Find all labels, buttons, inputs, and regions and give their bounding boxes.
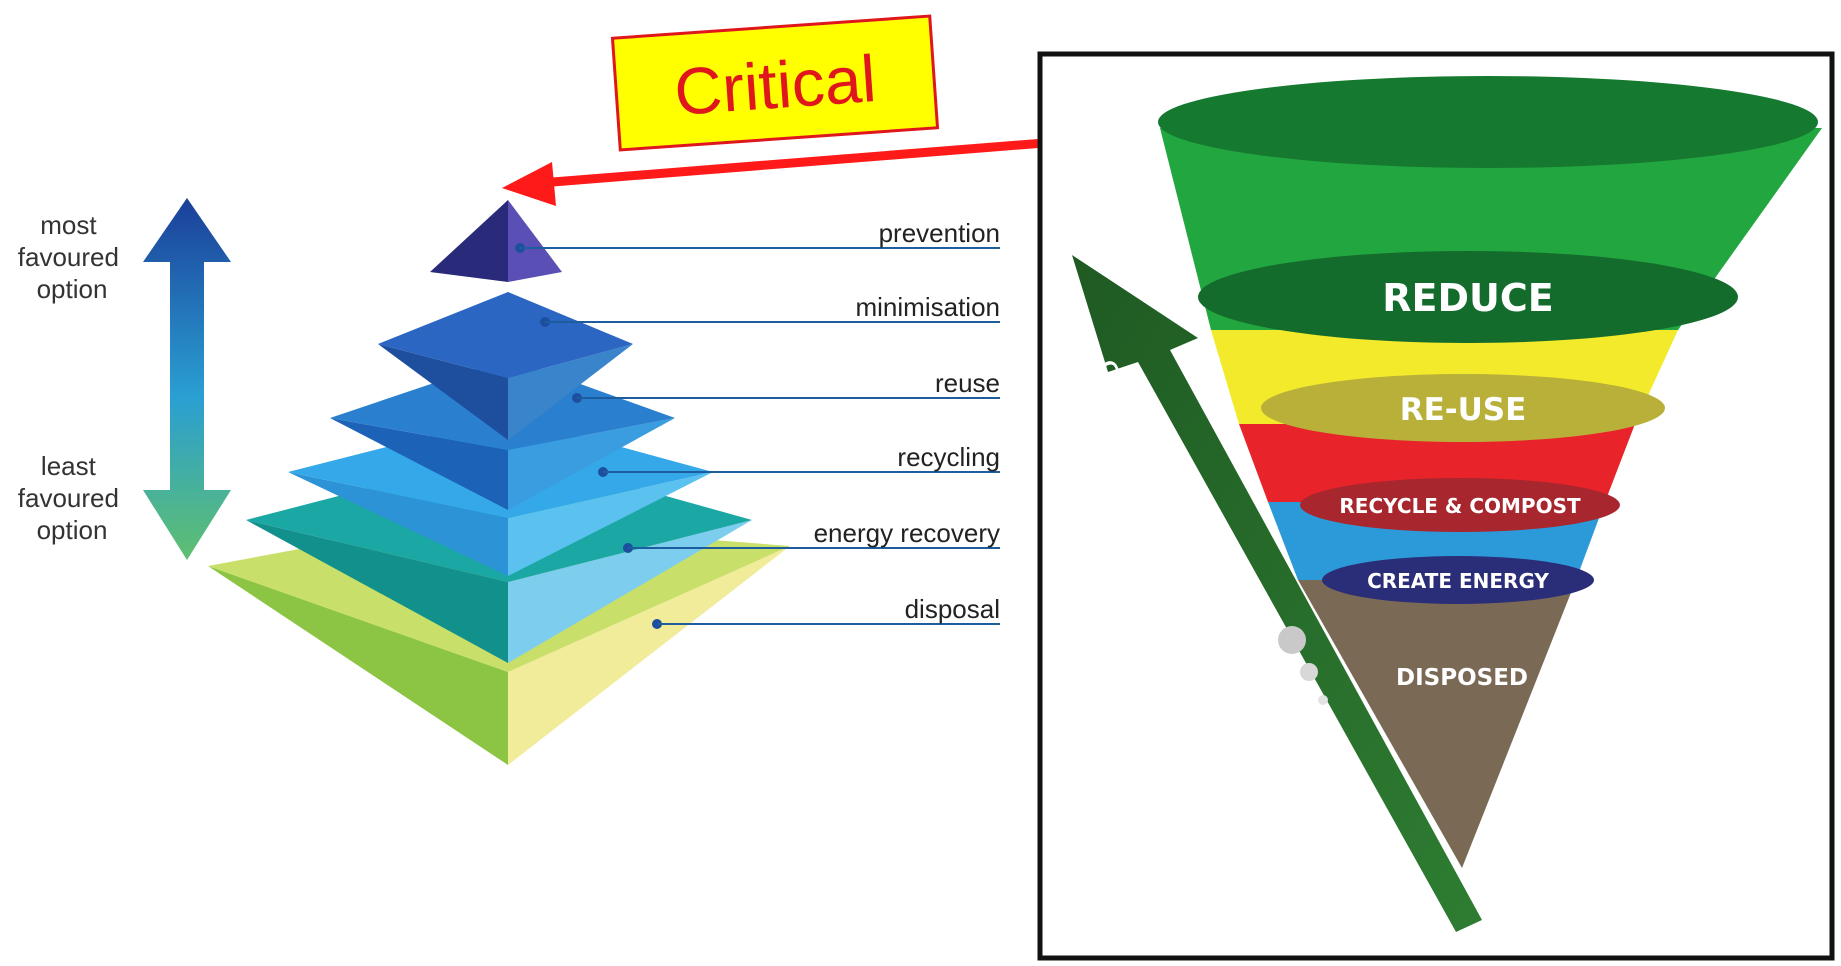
- critical-callout: Critical: [610, 14, 940, 152]
- level-label-minimisation: minimisation: [856, 292, 1001, 322]
- funnel-ellipse-create-energy: [1322, 556, 1594, 604]
- pyramid-leaders: prevention minimisation reuse recycling …: [515, 218, 1000, 629]
- waste-pyramid: [208, 200, 790, 765]
- leader-reuse: reuse: [572, 368, 1000, 403]
- pyramid-tier-minimisation: [378, 292, 633, 440]
- pyramid-tier-prevention: [430, 200, 562, 282]
- leader-prevention: prevention: [515, 218, 1000, 253]
- funnel-ellipse-recycle-compost: [1300, 478, 1620, 532]
- level-label-energy-recovery: energy recovery: [814, 518, 1000, 548]
- least-favoured-label: least favoured option: [18, 451, 126, 545]
- favour-axis: most favoured option least favoured opti…: [18, 198, 231, 560]
- double-arrow-icon: [143, 198, 231, 560]
- level-label-recycling: recycling: [897, 442, 1000, 472]
- most-favoured-label: most favoured option: [18, 210, 126, 304]
- level-label-disposal: disposal: [905, 594, 1000, 624]
- level-label-prevention: prevention: [879, 218, 1000, 248]
- critical-label: Critical: [672, 41, 878, 129]
- funnel-label-recycle-compost: RECYCLE & COMPOST: [1339, 494, 1581, 518]
- leader-energy-recovery: energy recovery: [623, 518, 1000, 553]
- funnel-label-reduce: REDUCE: [1382, 276, 1553, 320]
- leader-minimisation: minimisation: [540, 292, 1000, 327]
- funnel-ellipse-re-use: [1261, 374, 1665, 442]
- leader-recycling: recycling: [598, 442, 1000, 477]
- funnel-label-disposed: DISPOSED: [1396, 665, 1528, 691]
- green-arrow-icon: [1072, 255, 1482, 932]
- funnel-label-create-energy: CREATE ENERGY: [1367, 569, 1549, 593]
- funnel-label-re-use: RE-USE: [1400, 392, 1527, 428]
- leader-disposal: disposal: [652, 594, 1000, 629]
- funnel-ellipse-reduce: [1198, 251, 1738, 343]
- funnel-band-disposed: [1298, 580, 1576, 868]
- waste-funnel: REDUCE RE-USE RECYCLE & COMPOST CREATE E…: [1158, 76, 1822, 868]
- funnel-top-rim: [1158, 76, 1818, 168]
- level-label-reuse: reuse: [935, 368, 1000, 398]
